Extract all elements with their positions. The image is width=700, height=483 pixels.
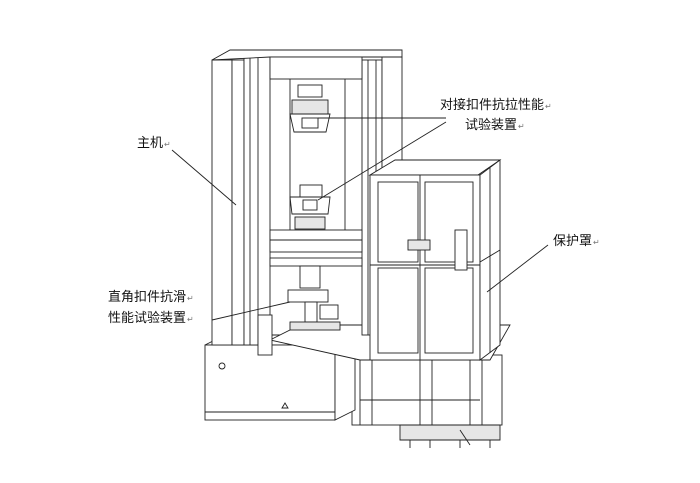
leader-lines xyxy=(171,117,549,321)
protective-cover-drawing xyxy=(368,159,502,361)
label-text: 主机 xyxy=(137,136,164,151)
paragraph-mark: ↵ xyxy=(545,102,552,111)
label-text: 对接扣件抗拉性能 xyxy=(440,98,545,113)
tensile-fixture xyxy=(289,84,331,230)
paragraph-mark: ↵ xyxy=(593,238,600,247)
label-main-machine: 主机↵ xyxy=(137,136,171,153)
label-text: 保护罩 xyxy=(553,234,593,249)
slip-fixture xyxy=(257,265,341,356)
label-slip-device-2: 性能试验装置↵ xyxy=(108,311,194,328)
label-protective-cover: 保护罩↵ xyxy=(553,234,600,251)
paragraph-mark: ↵ xyxy=(187,294,194,303)
paragraph-mark: ↵ xyxy=(187,315,194,324)
support-stand xyxy=(351,354,503,448)
label-slip-device-1: 直角扣件抗滑↵ xyxy=(108,290,194,307)
label-tensile-device-2: 试验装置↵ xyxy=(465,118,525,135)
label-text: 直角扣件抗滑 xyxy=(108,290,187,305)
paragraph-mark: ↵ xyxy=(164,140,171,149)
label-text: 试验装置 xyxy=(465,118,518,133)
label-text: 性能试验装置 xyxy=(108,311,187,326)
label-tensile-device-1: 对接扣件抗拉性能↵ xyxy=(440,98,552,115)
paragraph-mark: ↵ xyxy=(518,122,525,131)
